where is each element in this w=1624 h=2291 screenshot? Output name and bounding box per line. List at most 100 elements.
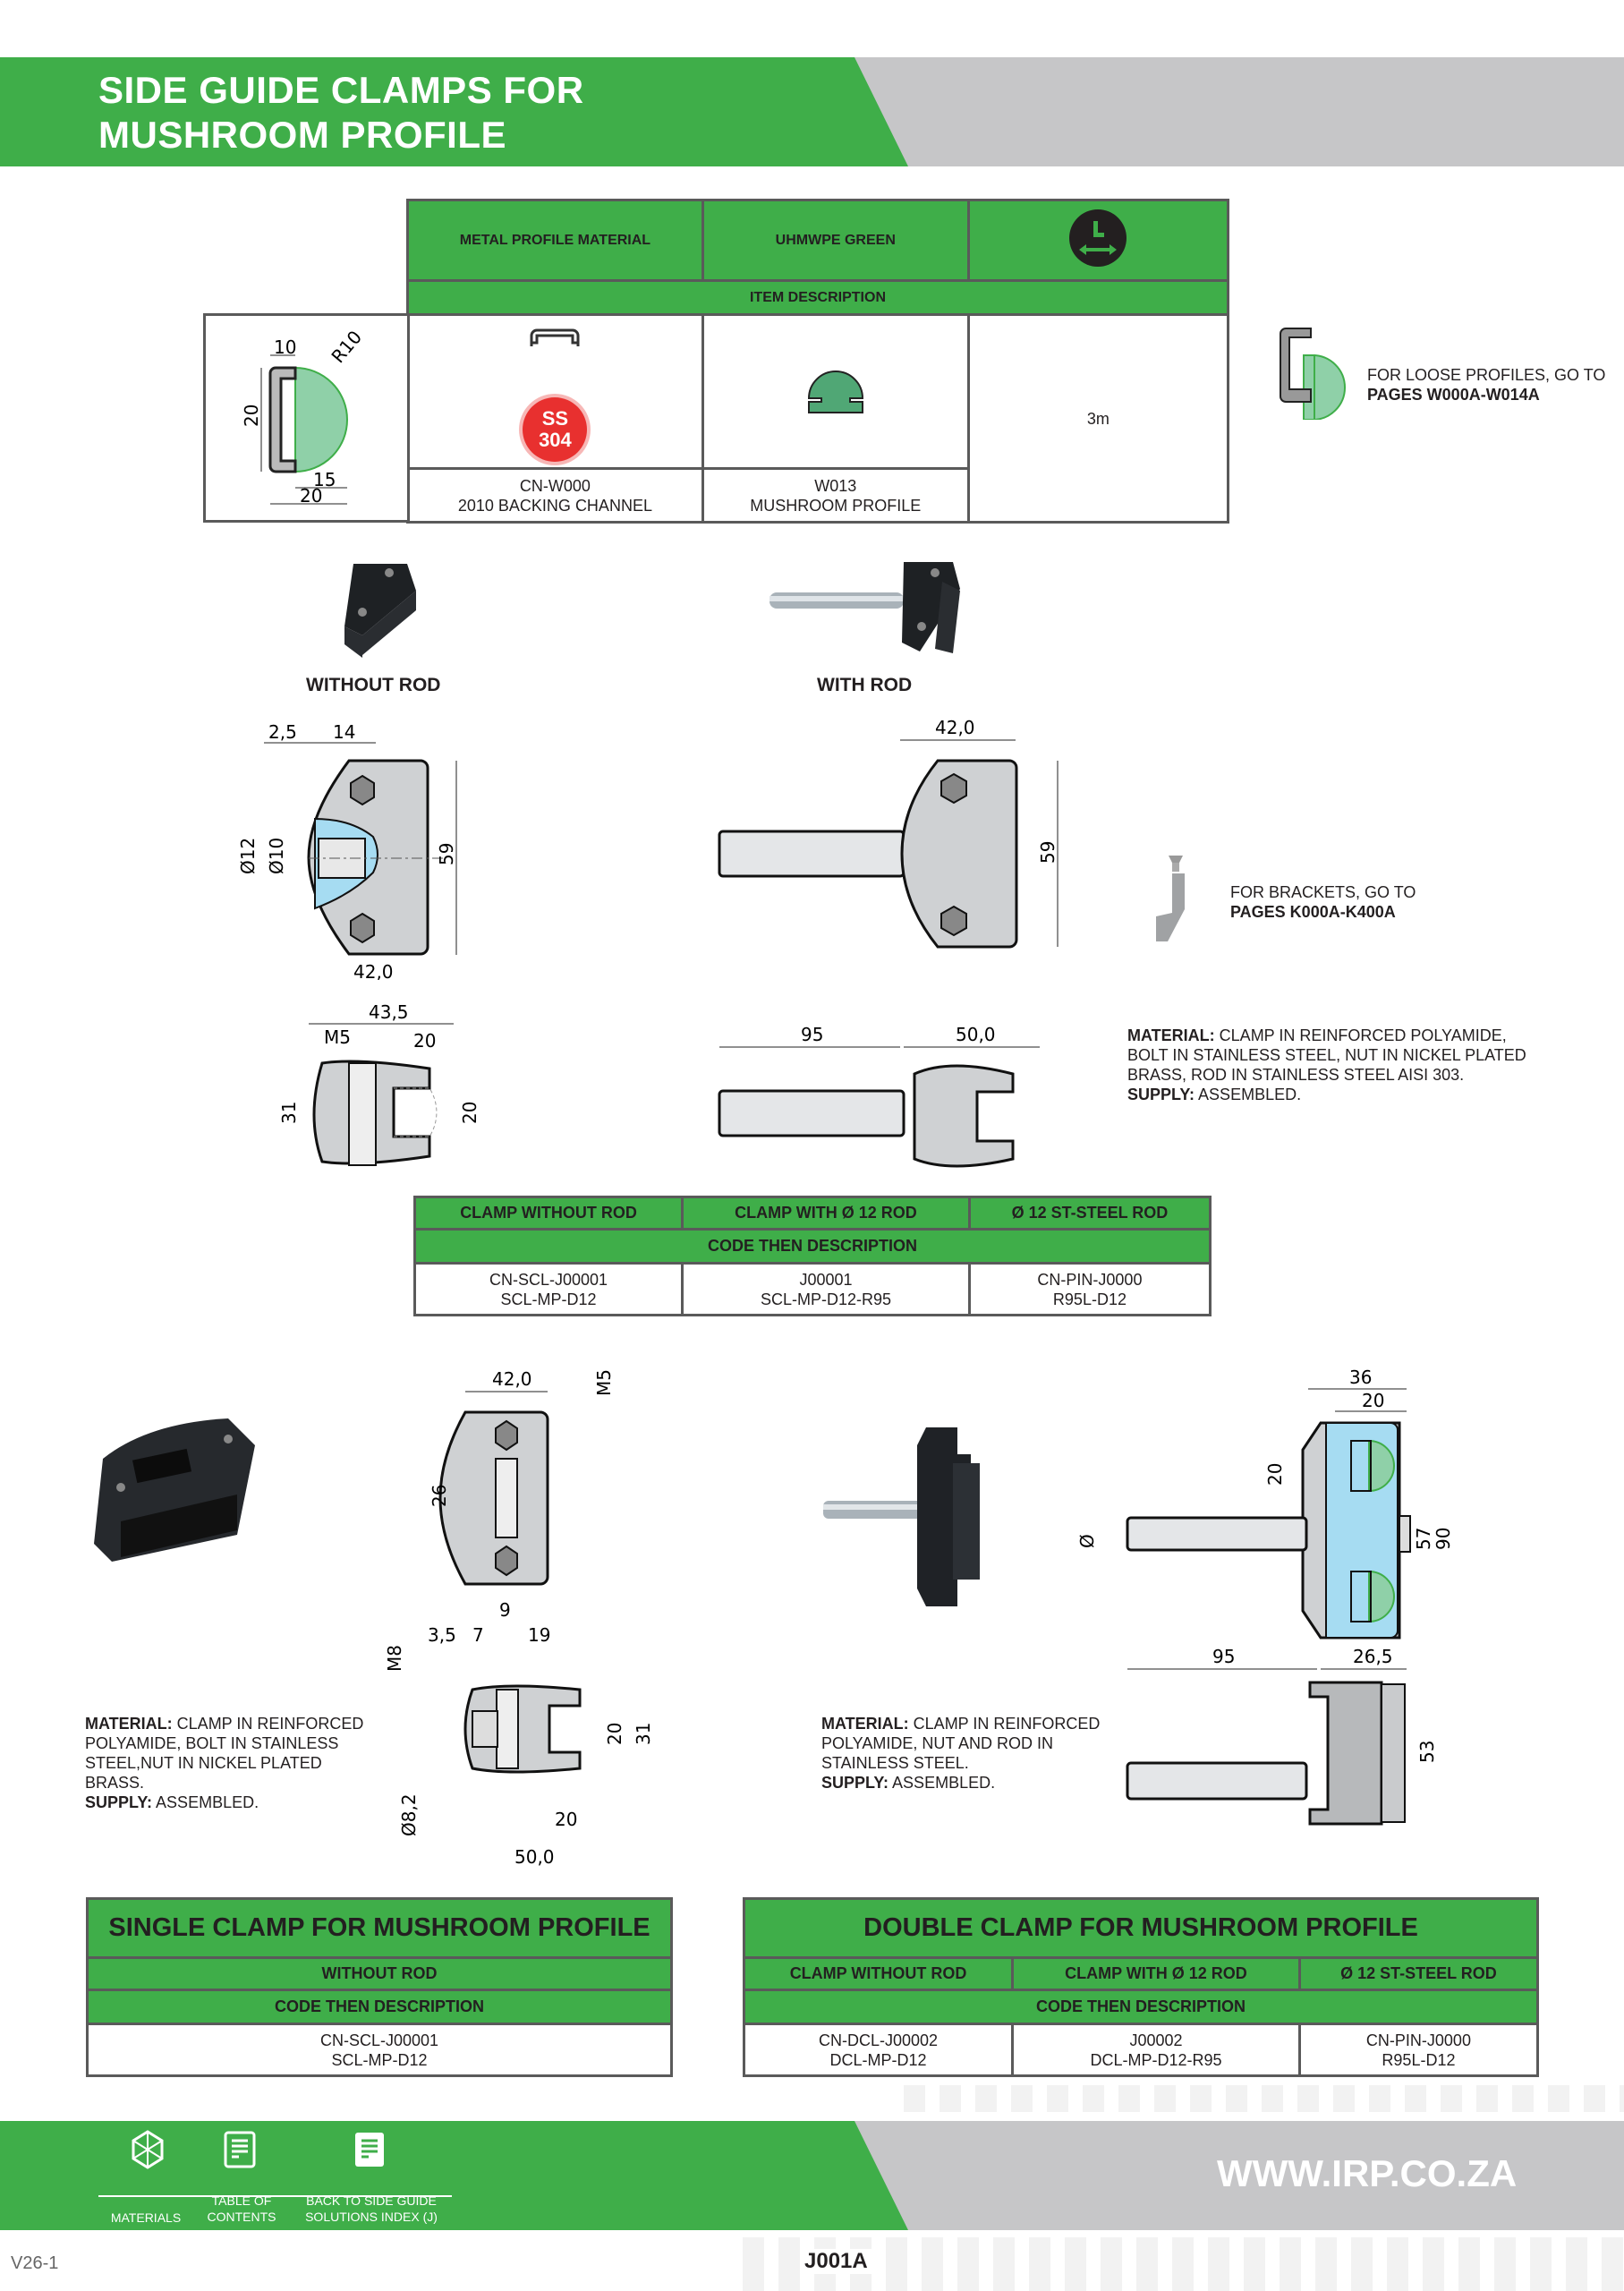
backing-channel-icon — [530, 328, 580, 346]
material-note-double-clamp: MATERIAL: CLAMP IN REINFORCED POLYAMIDE,… — [821, 1715, 1101, 1792]
svg-text:20: 20 — [555, 1809, 577, 1830]
svg-text:42,0: 42,0 — [353, 961, 394, 980]
clamp-without-rod-photo — [327, 555, 425, 667]
svg-text:Ø10: Ø10 — [266, 838, 287, 874]
mushroom-profile-image-cell — [701, 313, 970, 470]
drawing-without-rod-front: 59 2,5 14 Ø12 Ø10 42,0 — [233, 711, 501, 984]
svg-text:59: 59 — [436, 843, 457, 865]
materials-button[interactable] — [125, 2130, 170, 2174]
svg-text:43,5: 43,5 — [369, 1001, 409, 1023]
svg-text:36: 36 — [1349, 1367, 1372, 1388]
loose-profiles-note[interactable]: FOR LOOSE PROFILES, GO TO PAGES W000A-W0… — [1367, 366, 1606, 404]
website-link[interactable]: WWW.IRP.CO.ZA — [1217, 2152, 1518, 2194]
double-clamp-subheader: CODE THEN DESCRIPTION — [743, 1989, 1539, 2025]
mushroom-profile-cell: W013 MUSHROOM PROFILE — [701, 467, 970, 524]
ss304-badge: SS 304 — [523, 397, 588, 462]
clamp-with-rod-photo — [765, 555, 971, 667]
item-description-header: ITEM DESCRIPTION — [406, 279, 1229, 316]
bracket-icon — [1154, 852, 1194, 946]
decorative-pattern — [904, 2085, 1624, 2112]
backing-channel-cell: CN-W000 2010 BACKING CHANNEL — [406, 467, 704, 524]
length-value: 3m — [966, 313, 1230, 524]
single-clamp-header: WITHOUT ROD — [86, 1956, 673, 1991]
svg-text:2,5: 2,5 — [268, 721, 297, 743]
svg-text:53: 53 — [1416, 1741, 1438, 1763]
svg-text:59: 59 — [1037, 841, 1059, 864]
double-clamp-table: DOUBLE CLAMP FOR MUSHROOM PROFILE CLAMP … — [742, 1897, 1540, 2077]
svg-text:15: 15 — [313, 469, 336, 490]
svg-text:3,5: 3,5 — [428, 1624, 456, 1646]
version-label: V26-1 — [11, 2253, 59, 2273]
loose-profiles-link[interactable] — [1275, 327, 1356, 424]
svg-text:26,5: 26,5 — [1353, 1646, 1393, 1667]
svg-text:20: 20 — [413, 1030, 436, 1052]
svg-text:7: 7 — [472, 1624, 484, 1646]
drawing-without-rod-top: 43,5 M5 20 31 20 — [268, 993, 519, 1177]
svg-text:20: 20 — [459, 1102, 480, 1124]
footer-green-band — [0, 2121, 908, 2230]
svg-text:20: 20 — [1264, 1463, 1286, 1486]
footer-divider — [98, 2195, 452, 2197]
svg-text:R10: R10 — [327, 327, 366, 368]
page-code: J001A — [801, 2249, 872, 2274]
back-to-index-link[interactable]: BACK TO SIDE GUIDE SOLUTIONS INDEX (J) — [305, 2193, 438, 2224]
svg-text:Ø12: Ø12 — [237, 838, 259, 874]
svg-text:Ø: Ø — [1076, 1534, 1098, 1548]
profile-table: METAL PROFILE MATERIAL UHMWPE GREEN ITEM… — [406, 199, 1230, 316]
profile-table-body-grid: SS 304 3m CN-W000 2010 BACKING CHANNEL W… — [406, 313, 1230, 524]
svg-text:26: 26 — [429, 1485, 450, 1507]
profile-section-drawing: 10 R10 20 15 20 — [203, 313, 407, 523]
caption-without-rod: WITHOUT ROD — [306, 675, 441, 695]
svg-text:20: 20 — [241, 405, 262, 427]
svg-text:20: 20 — [604, 1723, 625, 1745]
back-to-index-button[interactable] — [353, 2131, 386, 2173]
mushroom-profile-icon — [807, 370, 863, 413]
page-title: SIDE GUIDE CLAMPS FOR MUSHROOM PROFILE — [98, 68, 584, 158]
svg-text:Ø8,2: Ø8,2 — [398, 1793, 420, 1836]
svg-text:14: 14 — [333, 721, 355, 743]
svg-text:95: 95 — [1212, 1646, 1235, 1667]
materials-icon — [132, 2130, 164, 2169]
svg-text:M5: M5 — [324, 1026, 351, 1048]
decorative-pattern — [743, 2237, 1624, 2291]
svg-text:42,0: 42,0 — [492, 1368, 532, 1390]
svg-text:31: 31 — [278, 1102, 300, 1124]
profile-assembly-icon — [1280, 328, 1346, 422]
svg-text:57: 57 — [1413, 1528, 1434, 1550]
header-length — [966, 199, 1230, 282]
code-then-description: CODE THEN DESCRIPTION — [413, 1228, 1212, 1265]
svg-text:10: 10 — [274, 336, 296, 358]
header-uhmwpe: UHMWPE GREEN — [701, 199, 970, 282]
caption-with-rod: WITH ROD — [817, 675, 913, 695]
col-clamp-with-rod: CLAMP WITH Ø 12 ROD — [681, 1196, 971, 1231]
svg-text:19: 19 — [528, 1624, 550, 1646]
materials-link[interactable]: MATERIALS — [110, 2210, 182, 2225]
svg-text:31: 31 — [633, 1723, 654, 1745]
col-clamp-with-rod: CLAMP WITH Ø 12 ROD — [1011, 1956, 1301, 1991]
page-title-line1: SIDE GUIDE CLAMPS FOR — [98, 69, 584, 111]
page-title-line2: MUSHROOM PROFILE — [98, 114, 506, 156]
header-green-band — [0, 57, 908, 166]
single-clamp-title: SINGLE CLAMP FOR MUSHROOM PROFILE — [86, 1897, 673, 1959]
col-steel-rod: Ø 12 ST-STEEL ROD — [967, 1196, 1212, 1231]
svg-text:90: 90 — [1433, 1528, 1454, 1550]
table-of-contents-link[interactable]: TABLE OF CONTENTS — [207, 2193, 276, 2224]
length-icon — [1069, 209, 1127, 267]
col-clamp-without-rod: CLAMP WITHOUT ROD — [412, 1196, 684, 1231]
double-clamp-title: DOUBLE CLAMP FOR MUSHROOM PROFILE — [743, 1897, 1539, 1959]
table-of-contents-button[interactable] — [224, 2131, 256, 2173]
svg-text:50,0: 50,0 — [514, 1846, 555, 1868]
brackets-link[interactable]: FOR BRACKETS, GO TO PAGES K000A-K400A — [1230, 883, 1416, 921]
single-clamp-photo — [85, 1414, 273, 1571]
double-clamp-photo — [819, 1418, 1051, 1620]
svg-text:M5: M5 — [593, 1369, 615, 1396]
svg-text:50,0: 50,0 — [956, 1024, 996, 1045]
drawing-single-clamp: 42,0 M5 26 25x8 9 3,5 7 19 M8 20 31 Ø8,2… — [358, 1360, 767, 1884]
header-metal-profile: METAL PROFILE MATERIAL — [406, 199, 704, 282]
col-clamp-without-rod: CLAMP WITHOUT ROD — [742, 1956, 1015, 1991]
